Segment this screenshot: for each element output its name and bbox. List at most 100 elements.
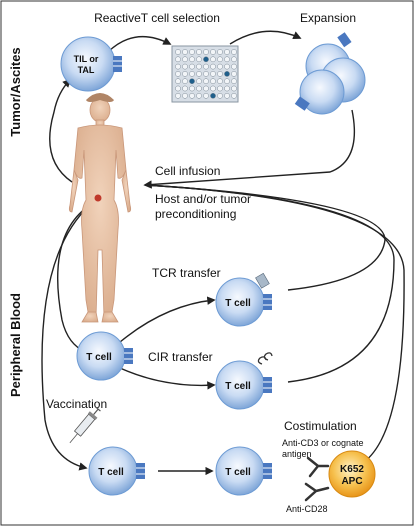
anti-cd3-label-1: Anti-CD3 or cognate [282, 438, 364, 448]
plate-well [182, 78, 188, 85]
plate-well [224, 56, 230, 63]
plate-well [231, 56, 237, 63]
plate-well [224, 92, 230, 99]
plate-well [182, 49, 188, 55]
tcell-tcr-label: T cell [225, 298, 251, 309]
plate-well [182, 63, 188, 70]
plate-well [210, 49, 216, 55]
plate-well [217, 85, 223, 92]
arrow-tcell-to-tcr [119, 296, 216, 343]
plate-well [217, 92, 223, 99]
step-label-preconditioning-2: preconditioning [155, 207, 236, 221]
step-label-vaccination: Vaccination [46, 397, 107, 411]
plate-well [189, 56, 195, 63]
plate-well [217, 49, 223, 55]
plate-well [182, 85, 188, 92]
step-label-tcr: TCR transfer [152, 266, 221, 280]
step-label-costimulation: Costimulation [284, 419, 357, 433]
plate-well [196, 56, 202, 63]
arrow-costim-return [144, 184, 405, 463]
anti-cd28-label: Anti-CD28 [286, 504, 328, 514]
antibody-anti-cd3 [306, 456, 330, 478]
plate-well [231, 78, 237, 85]
tcell-blood: T cell [76, 331, 133, 381]
plate-well [196, 78, 202, 85]
section-label-tumor: Tumor/Ascites [8, 47, 23, 136]
plate-well [189, 92, 195, 99]
plate-well [203, 92, 209, 99]
tcell-vaccination: T cell [88, 446, 145, 496]
plate-well [231, 71, 237, 77]
plate-well [224, 63, 230, 70]
plate-well [189, 78, 195, 85]
plate-well [182, 92, 188, 99]
arrow-expansion-to-infusion [143, 109, 356, 189]
arrow-body-to-til [49, 78, 73, 183]
tcell-blood-label: T cell [86, 352, 112, 363]
plate-well [203, 71, 209, 77]
plate-well [175, 71, 181, 77]
section-label-blood: Peripheral Blood [8, 293, 23, 397]
step-label-preconditioning-1: Host and/or tumor [155, 192, 251, 206]
plate-well [210, 71, 216, 77]
plate-well [231, 63, 237, 70]
arrow-body-to-tcell-cir [56, 201, 96, 354]
til-label-2: TAL [78, 65, 95, 75]
plate-well [189, 71, 195, 77]
plate-well [217, 78, 223, 85]
step-label-infusion: Cell infusion [155, 164, 220, 178]
step-label-expansion: Expansion [300, 11, 356, 25]
til-cell: TIL or TAL [60, 36, 122, 92]
plate-well [196, 49, 202, 55]
syringe-icon [69, 406, 101, 444]
arrow-body-to-tcell-vacc [41, 204, 91, 471]
plate-well [203, 85, 209, 92]
plate-well [196, 63, 202, 70]
step-label-cir: CIR transfer [148, 350, 213, 364]
plate-well [210, 56, 216, 63]
plate-well [203, 78, 209, 85]
plate-well [231, 92, 237, 99]
plate-well [189, 85, 195, 92]
plate-well [203, 49, 209, 55]
plate-well [189, 49, 195, 55]
plate-well [189, 63, 195, 70]
plate-well [175, 85, 181, 92]
patient-body [68, 93, 132, 323]
plate-well [217, 71, 223, 77]
anti-cd3-label-2: antigen [282, 449, 312, 459]
tumor-marker [94, 194, 102, 202]
tcell-costim-label: T cell [225, 467, 251, 478]
plate-well [175, 63, 181, 70]
plate-well [196, 92, 202, 99]
plate-well [217, 63, 223, 70]
arrow-til-to-plate [107, 35, 172, 53]
plate-well [224, 71, 230, 77]
plate-well [203, 56, 209, 63]
tcell-cir-label: T cell [225, 381, 251, 392]
plate-well [210, 85, 216, 92]
til-label-1: TIL or [74, 54, 99, 64]
plate-well [175, 78, 181, 85]
step-label-selection: ReactiveT cell selection [94, 11, 220, 25]
apc-label-2: APC [341, 476, 362, 487]
plate-well [231, 49, 237, 55]
plate-well [224, 49, 230, 55]
plate-well [203, 63, 209, 70]
tcell-costim: T cell [215, 446, 272, 496]
plate-well [210, 92, 216, 99]
plate-well [182, 71, 188, 77]
plate-well [196, 71, 202, 77]
arrow-tcell-to-cir [119, 367, 216, 390]
well-plate [171, 45, 239, 103]
expansion-cluster [294, 32, 366, 115]
arrow-plate-to-expansion [229, 30, 302, 45]
arrow-tcr-return [144, 184, 386, 291]
tcell-vaccination-label: T cell [98, 467, 124, 478]
tcell-tcr: T cell [215, 272, 272, 327]
plate-well [175, 92, 181, 99]
plate-well [175, 49, 181, 55]
antibody-anti-cd28 [304, 482, 330, 502]
